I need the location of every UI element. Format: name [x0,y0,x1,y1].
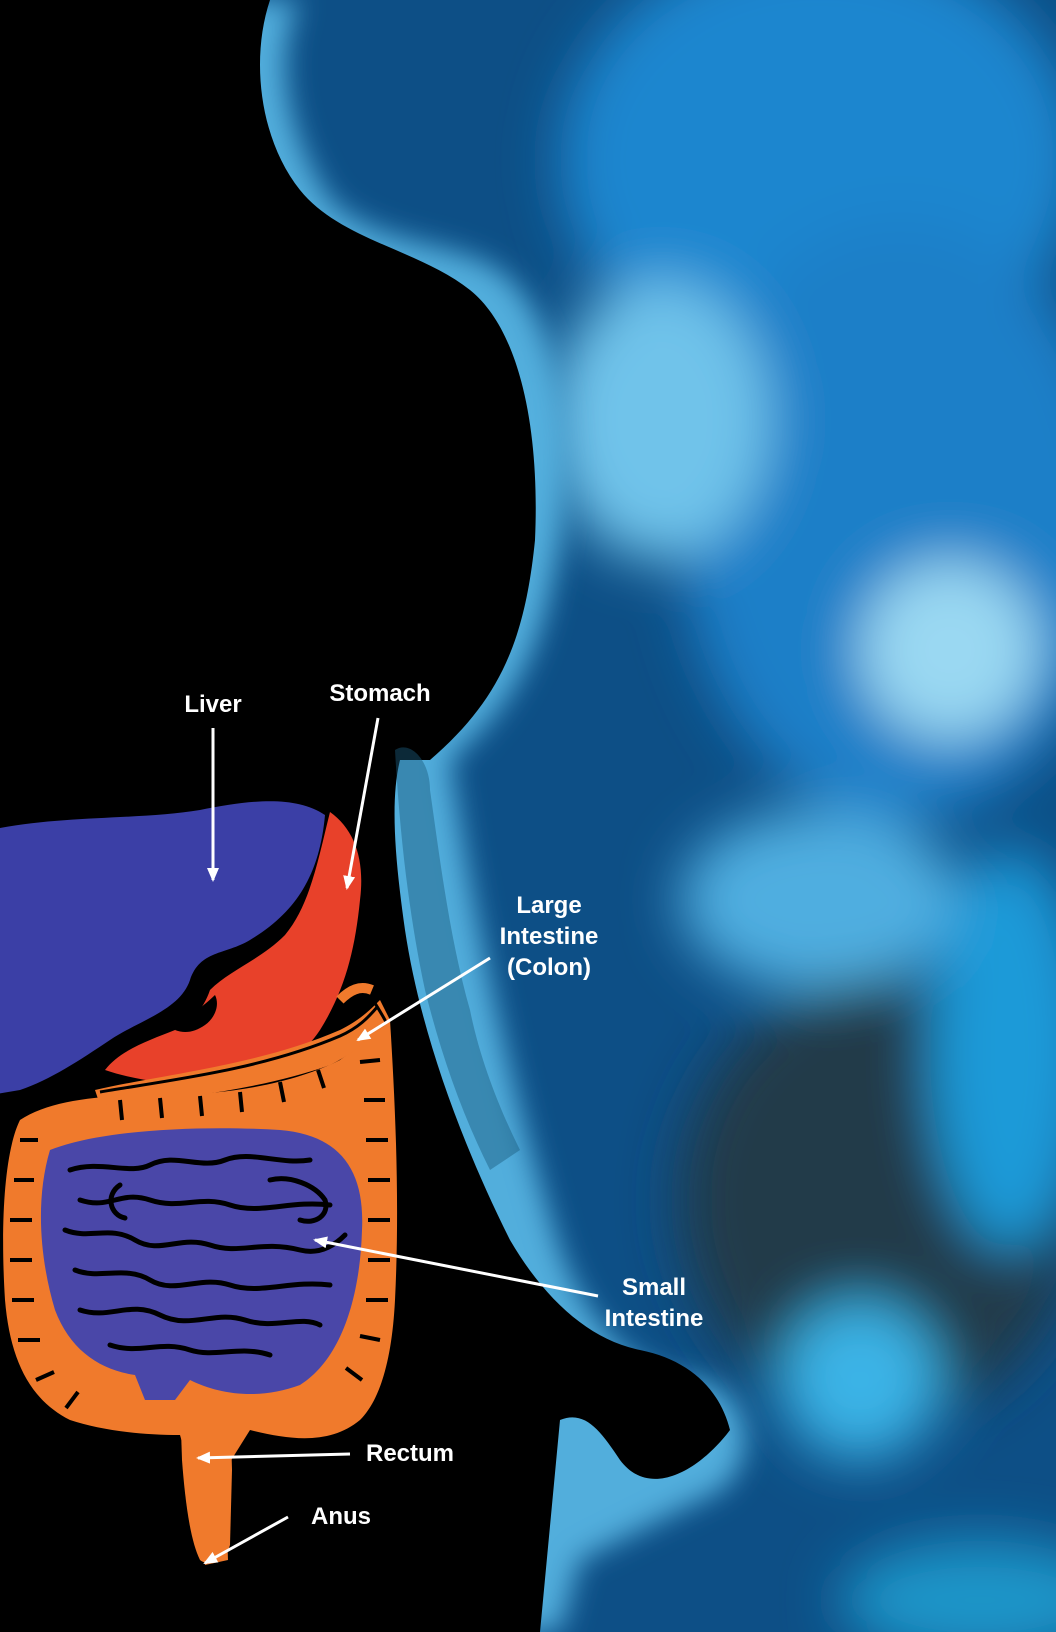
rectum-label-text: Rectum [366,1438,454,1469]
stomach-label-text: Stomach [329,678,430,709]
stomach-label: Stomach [329,678,430,709]
small-intestine-label: Small Intestine [605,1272,704,1334]
anus-label-text: Anus [311,1501,371,1532]
liver-label-text: Liver [184,689,241,720]
liver-label: Liver [184,689,241,720]
anus-label: Anus [311,1501,371,1532]
large-intestine-label-line-3: (Colon) [500,952,599,983]
large-intestine-label-line-1: Large [500,890,599,921]
large-intestine-label: Large Intestine (Colon) [500,890,599,983]
rectum-label: Rectum [366,1438,454,1469]
small-intestine-label-line-1: Small [605,1272,704,1303]
large-intestine-label-line-2: Intestine [500,921,599,952]
small-intestine-label-line-2: Intestine [605,1303,704,1334]
